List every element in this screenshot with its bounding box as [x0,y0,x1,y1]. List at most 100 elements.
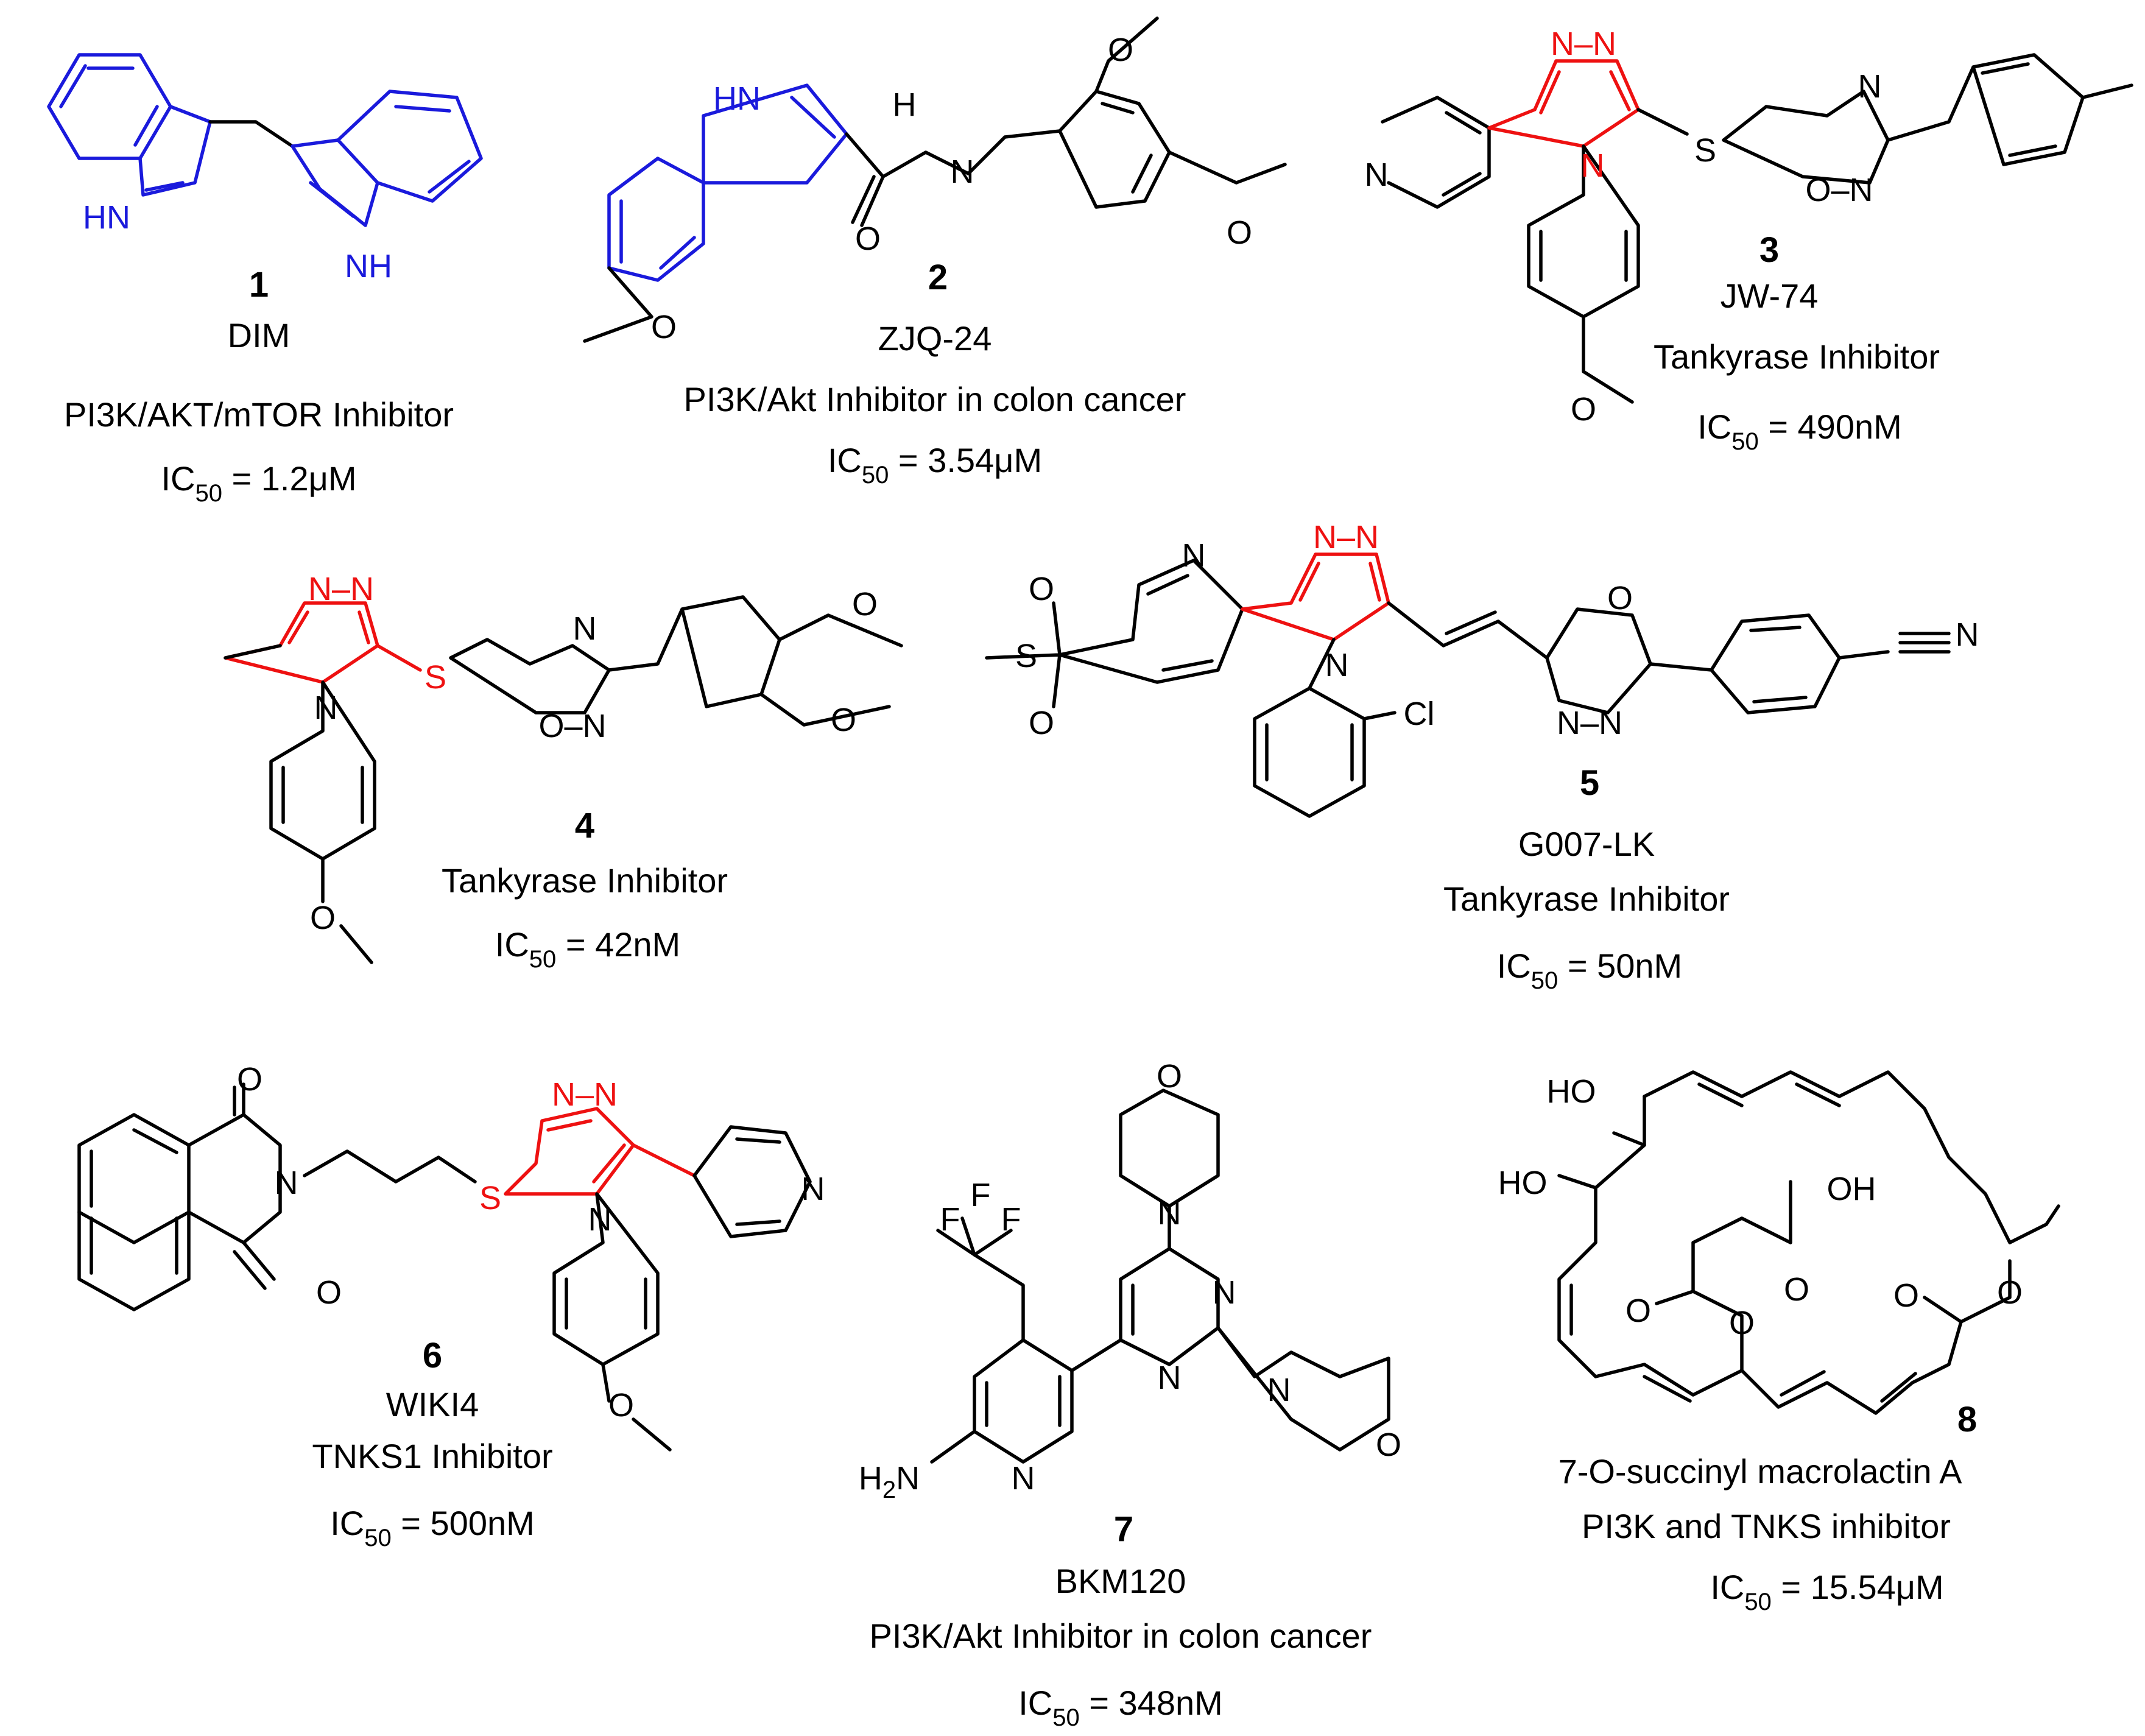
compound-activity: PI3K and TNKS inhibitor [1582,1507,1951,1545]
atom-n-label: N [275,1165,298,1201]
atom-n-label: N [314,690,338,726]
atom-n-label: N [1325,647,1349,683]
compound-name: G007-LK [1518,825,1655,863]
atom-n-label: N [1182,537,1206,574]
compound-name: JW-74 [1721,277,1819,315]
atom-ho-label: HO [1498,1165,1548,1201]
caption-compound-8: 8 7-O-succinyl macrolactin A PI3K and TN… [1559,1400,1978,1615]
atom-f-label: F [1001,1201,1021,1238]
atom-ho-label: HO [1547,1073,1596,1110]
atom-n-n-label: N–N [552,1076,618,1113]
structure-compound-8: HO HO OH O O O O O [1498,1070,2060,1415]
structure-compound-5: O S O N N–N N Cl O N–N N [985,519,1979,818]
atom-o-label: O [1571,391,1596,428]
atom-n-label: N [1213,1274,1236,1311]
structure-compound-3: N–N N N S N O–N O [1365,26,2133,428]
atom-o-label: O [1729,1305,1755,1341]
caption-compound-7: 7 BKM120 PI3K/Akt Inhibitor in colon can… [870,1509,1372,1731]
atom-n-label: N [1365,157,1389,193]
atom-o-label: O [1893,1277,1919,1314]
atom-o-label: O–N [1805,172,1873,208]
atom-n-label: N [1012,1460,1035,1497]
atom-hn-label: HN [83,199,130,236]
structure-compound-6: O N O S N–N N N O [77,1061,825,1452]
atom-o-label: O [608,1387,634,1424]
atom-n-label: N [801,1171,825,1207]
atom-n-label: N [1267,1372,1291,1408]
atom-o-label: O [1157,1058,1182,1095]
compound-name: 7-O-succinyl macrolactin A [1559,1452,1963,1491]
caption-compound-3: 3 JW-74 Tankyrase Inhibitor IC50 = 490nM [1654,230,1940,455]
compound-activity: PI3K/Akt Inhibitor in colon cancer [870,1617,1372,1655]
atom-s-label: S [479,1180,501,1216]
atom-n-n-label: N–N [1551,26,1616,62]
atom-s-label: S [424,659,446,696]
atom-n-label: N [1956,616,1979,653]
compound-activity: Tankyrase Inhibitor [442,861,728,900]
compound-number: 1 [249,265,269,305]
compound-number: 2 [928,258,948,297]
atom-o-label: O [1625,1293,1651,1329]
compound-name: ZJQ-24 [878,319,992,358]
compound-number: 5 [1580,763,1599,803]
atom-o-label: O [852,586,878,623]
atom-n-label: N [588,1201,612,1238]
compound-name: BKM120 [1055,1562,1186,1600]
atom-hn-label: HN [713,80,761,117]
atom-o-label: O [1029,705,1054,741]
compound-ic50: IC50 = 15.54μM [1710,1568,1943,1615]
atom-o-label: O [310,900,336,936]
atom-o-label: O [1376,1427,1401,1463]
compound-number: 7 [1114,1509,1133,1549]
compound-number: 4 [575,806,594,845]
atom-h-label: H [893,86,917,123]
compound-activity: Tankyrase Inhibitor [1443,880,1730,918]
atom-n-n-label: N–N [308,571,374,607]
atom-cl-label: Cl [1404,696,1435,732]
compound-ic50: IC50 = 348nM [1018,1684,1223,1731]
structure-compound-1: HN NH [47,53,483,284]
compound-name: WIKI4 [386,1385,479,1424]
caption-compound-4: 4 Tankyrase Inhibitor IC50 = 42nM [442,806,728,973]
caption-compound-6: 6 WIKI4 TNKS1 Inhibitor IC50 = 500nM [312,1336,552,1551]
atom-n-n-label: N–N [1313,519,1379,556]
atom-o-label: O–N [538,708,606,744]
atom-o-label: O [1029,571,1054,607]
atom-h2n-label: H2N [859,1460,920,1503]
atom-o-label: O [1227,214,1252,251]
atom-n-label: N [1581,147,1605,184]
compound-name: DIM [228,316,291,355]
atom-s-label: S [1015,638,1037,674]
caption-compound-5: 5 G007-LK Tankyrase Inhibitor IC50 = 50n… [1443,763,1730,994]
atom-o-label: O [237,1061,262,1098]
compound-number: 8 [1957,1400,1977,1439]
atom-o-label: O [855,221,881,257]
structure-compound-4: N–N N S N O–N O O O [224,571,903,964]
compound-ic50: IC50 = 42nM [495,925,680,973]
structure-compound-7: O N N N N O F F F N H2N [859,1058,1401,1503]
atom-n-label: N [951,153,974,190]
compound-activity: PI3K/AKT/mTOR Inhibitor [64,395,454,434]
compound-ic50: IC50 = 3.54μM [828,441,1042,489]
atom-o-label: O [1997,1274,2023,1311]
atom-n-label: N [1158,1360,1182,1396]
compound-ic50: IC50 = 50nM [1497,947,1682,994]
atom-o-label: O [1108,32,1133,68]
atom-o-label: O [1607,580,1633,616]
atom-n-label: N [1858,68,1882,105]
atom-n-n-label: N–N [1557,705,1622,741]
compound-number: 3 [1759,230,1779,270]
compound-ic50: IC50 = 500nM [330,1504,535,1551]
compound-activity: PI3K/Akt Inhibitor in colon cancer [684,380,1186,418]
compound-number: 6 [423,1336,442,1375]
atom-n-label: N [573,610,597,647]
compound-ic50: IC50 = 1.2μM [161,459,356,507]
atom-n-label: N [1158,1195,1182,1232]
atom-s-label: S [1694,132,1716,169]
structure-compound-2: HN H O N O O O [583,16,1287,345]
atom-o-label: O [831,702,856,738]
compound-activity: Tankyrase Inhibitor [1654,337,1940,376]
caption-compound-2: 2 ZJQ-24 PI3K/Akt Inhibitor in colon can… [684,258,1186,489]
atom-f-label: F [940,1201,960,1238]
caption-compound-1: 1 DIM PI3K/AKT/mTOR Inhibitor IC50 = 1.2… [64,265,454,507]
